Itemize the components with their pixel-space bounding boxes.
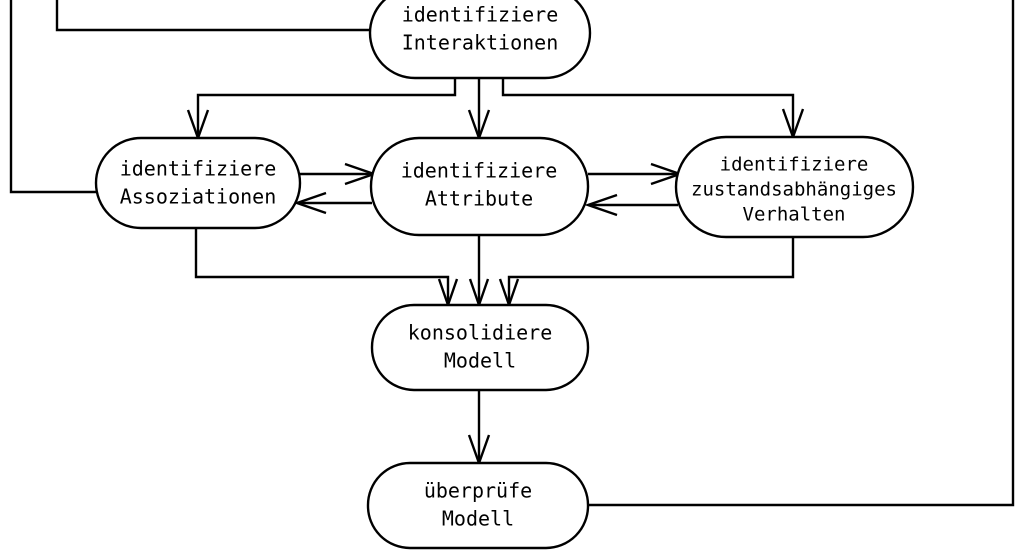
node-label-ueberpruefe-line2: Modell [442, 507, 514, 531]
node-shape-zustandsverhalten[interactable] [674, 135, 915, 239]
arrowhead-attribute-to-assoziationen [293, 191, 327, 215]
node-label-interaktionen-line1: identifiziere [402, 3, 559, 27]
node-shape-attribute[interactable] [369, 136, 590, 237]
node-identifiziere-assoziationen[interactable]: identifiziere Assoziationen [94, 136, 302, 230]
node-shape-assoziationen[interactable] [94, 136, 302, 230]
edge-assoziationen-to-konsolidiere [194, 228, 450, 303]
edge-feedback-outer-left [9, 0, 99, 194]
node-identifiziere-zustandsabhaengiges-verhalten[interactable]: identifiziere zustandsabhängiges Verhalt… [674, 135, 915, 239]
node-label-zustandsverhalten-line2: zustandsabhängiges [691, 179, 897, 201]
node-konsolidiere-modell[interactable]: konsolidiere Modell [370, 303, 590, 392]
node-ueberpruefe-modell[interactable]: überprüfe Modell [366, 461, 590, 550]
node-label-konsolidiere-line1: konsolidiere [408, 321, 553, 345]
node-label-assoziationen-line2: Assoziationen [120, 185, 277, 209]
node-label-zustandsverhalten-line1: identifiziere [720, 154, 869, 176]
node-identifiziere-attribute[interactable]: identifiziere Attribute [369, 136, 590, 237]
node-label-konsolidiere-line2: Modell [444, 349, 516, 373]
node-label-attribute-line2: Attribute [425, 187, 533, 211]
edge-layer [9, 0, 1015, 507]
edge-feedback-inner-left [55, 0, 371, 32]
node-label-interaktionen-line2: Interaktionen [402, 31, 559, 55]
edge-ueberpruefe-feedback-right [588, 0, 1015, 507]
node-label-assoziationen-line1: identifiziere [120, 157, 277, 181]
edge-zustandsverhalten-to-konsolidiere [507, 237, 795, 303]
node-identifiziere-interaktionen[interactable]: identifiziere Interaktionen [368, 0, 592, 80]
node-shape-interaktionen[interactable] [368, 0, 592, 80]
node-shape-ueberpruefe[interactable] [366, 461, 590, 550]
node-label-ueberpruefe-line1: überprüfe [424, 479, 532, 503]
node-label-attribute-line1: identifiziere [401, 159, 558, 183]
edge-interaktionen-to-assoziationen [196, 78, 457, 136]
node-shape-konsolidiere[interactable] [370, 303, 590, 392]
node-label-zustandsverhalten-line3: Verhalten [743, 204, 846, 226]
node-layer: identifiziere Interaktionen identifizier… [94, 0, 915, 550]
arrowhead-zustandsverhalten-to-attribute [584, 193, 618, 217]
edge-interaktionen-to-zustandsverhalten [501, 78, 795, 135]
